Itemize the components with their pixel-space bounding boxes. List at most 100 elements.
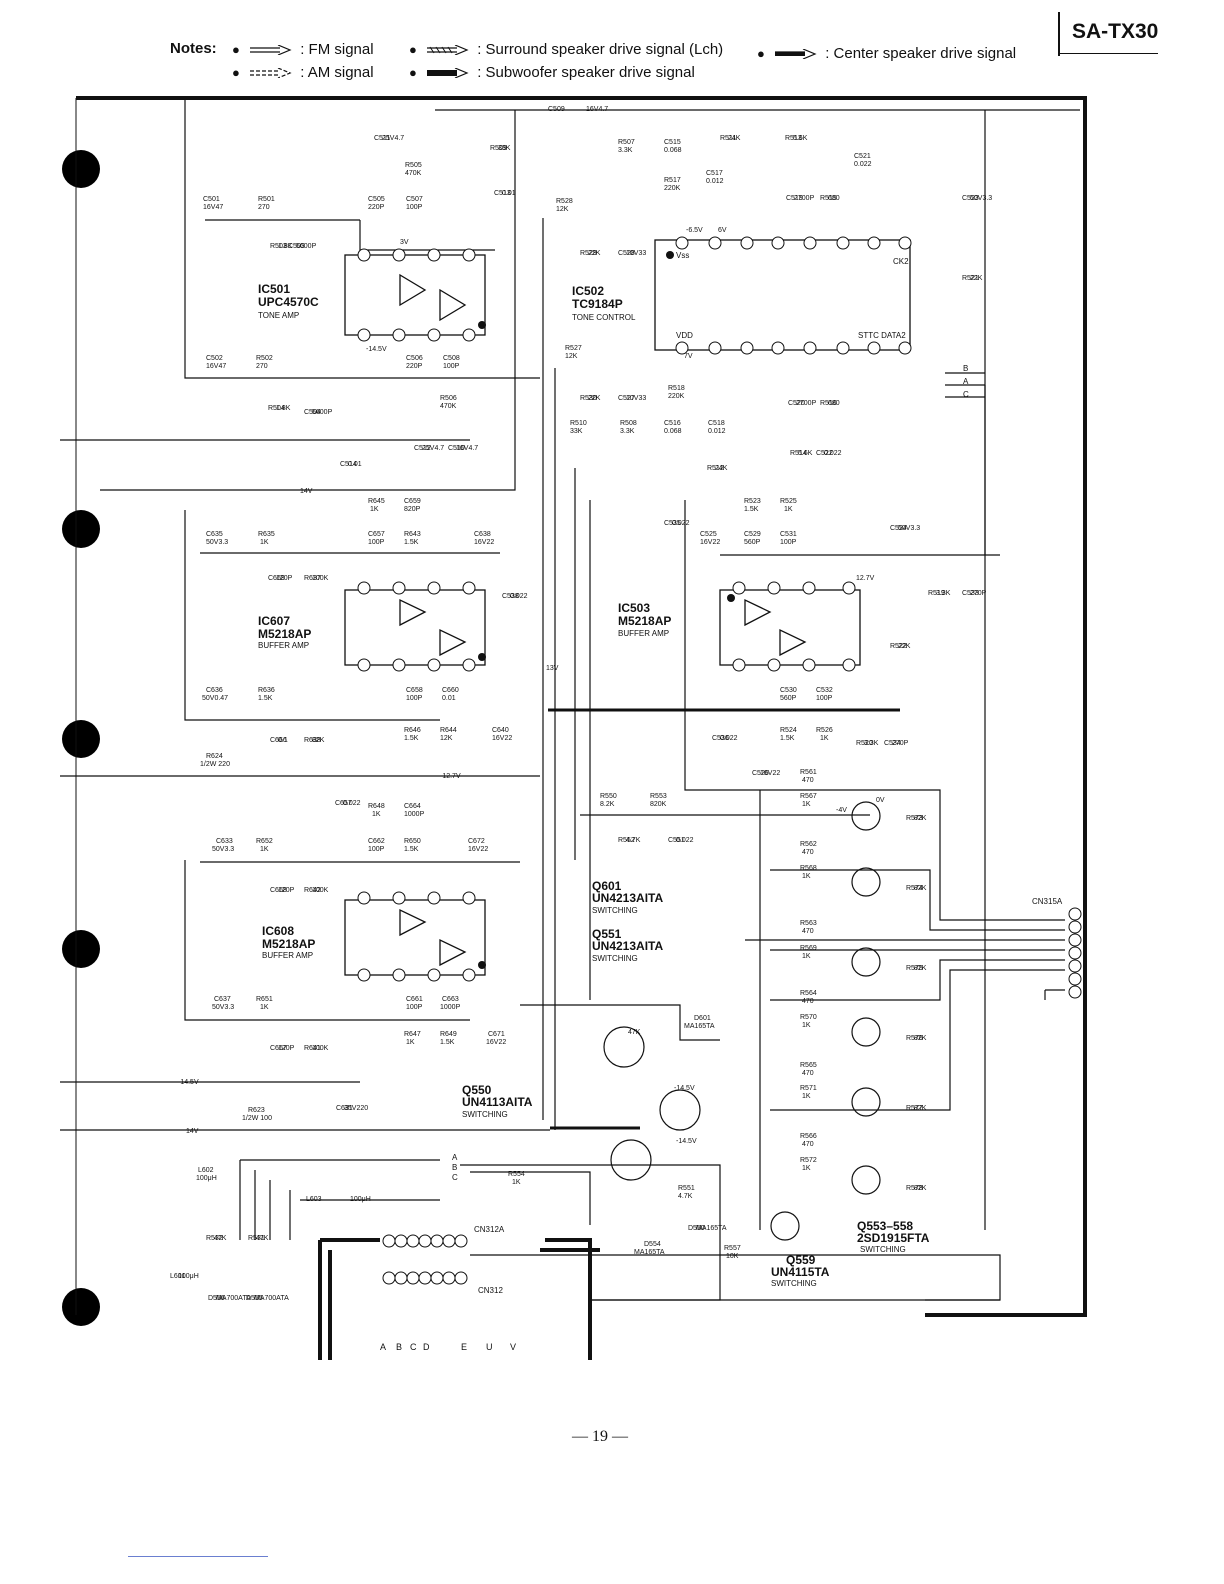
label-c515: C515 [664,139,681,146]
label-r651v: 1K [260,1004,269,1011]
label-c631: C631 [336,1105,353,1112]
ic-labels: IC501 UPC4570C TONE AMP IC502 TC9184P TO… [258,282,671,960]
label-r551v: 4.7K [678,1193,693,1200]
bus-letter-c: C [410,1342,417,1352]
label-r641: R641 [304,1045,321,1052]
label-d556v: MA700ATA [216,1295,251,1302]
label-r570: R570 [800,1014,817,1021]
label-r643: R643 [404,531,421,538]
label-c671v: 16V22 [486,1039,506,1046]
surround-arrow-icon [427,45,469,56]
label-v13: 13V [546,665,559,672]
label-r530: R530 [580,395,597,402]
transistors [603,801,881,1241]
label-c516v: 0.068 [664,428,682,435]
label-r529: R529 [580,250,597,257]
label-c535v: 0.022 [672,520,690,527]
label-v14: 14V [300,488,313,495]
wire-cn315a-5 [770,959,1065,1001]
label-c667: C667 [270,1045,287,1052]
label-r532v: 47K [214,1235,227,1242]
label-c533v: 270P [970,590,987,597]
bus-letter-b: B [396,1342,402,1352]
label-c534v: 270P [892,740,909,747]
label-r554v: 1K [512,1179,521,1186]
label-v6: 6V [718,227,727,234]
label-d550v: MA165TA [696,1225,727,1232]
label-c513v: 0.01 [502,190,516,197]
label-ck2: CK2 [893,257,909,266]
label-r520: R520 [856,740,873,747]
label-r649v: 1.5K [440,1039,455,1046]
ic502-func: TONE CONTROL [572,313,636,322]
label-r635v: 1K [260,539,269,546]
label-v14b: 14V [186,1128,199,1135]
label-r652: R652 [256,838,273,845]
label-c666v: 0.1 [278,737,288,744]
label-r573: R573 [906,815,923,822]
label-r508: R508 [620,420,637,427]
subwoofer-arrow-icon [427,68,469,79]
label-r512: R512 [707,465,724,472]
label-c504: C504 [304,409,321,416]
label-r550v: 8.2K [600,801,615,808]
ic608-opamp-symbols [399,908,467,967]
label-c525v: 16V22 [700,539,720,546]
bus-letter-a-right: A [963,377,969,386]
label-r509: R509 [490,145,507,152]
label-r502v: 270 [256,363,268,370]
label-r574v: 82K [914,885,927,892]
note-center: ● : Center speaker drive signal [757,45,1016,62]
label-l603: L603 [306,1196,322,1203]
wire-cn315a-1 [770,789,1065,921]
page-number: — 19 — [572,1428,628,1445]
label-c531: C531 [780,531,797,538]
label-c663: C663 [442,996,459,1003]
label-c520: C520 [788,400,805,407]
label-r47k: 47K [628,1029,641,1036]
cn312-label: CN312 [478,1286,503,1295]
label-c640v: 16V22 [492,735,512,742]
label-r636: R636 [258,687,275,694]
label-r515: R515 [820,195,837,202]
label-r520v: 3.3K [864,740,879,747]
ic503-box [719,589,861,666]
label-r568v: 1K [802,873,811,880]
label-c532: C532 [816,687,833,694]
label-d601v: MA165TA [684,1023,715,1030]
q551-part: UN4213AITA [592,939,663,953]
label-c657v: 100P [368,539,385,546]
label-d554v: MA165TA [634,1249,665,1256]
q601-part: UN4213AITA [592,891,663,905]
label-c662: C662 [368,838,385,845]
label-d550: D550 [688,1225,705,1232]
label-r511: R511 [720,135,736,142]
label-r561v: 470 [802,777,814,784]
label-r528v: 12K [556,206,569,213]
label-c637v: 50V3.3 [212,1004,234,1011]
label-c509v: 16V4.7 [586,106,608,113]
q551-ref: Q551 [592,927,622,941]
frame-border [76,96,1087,1317]
label-r568: R568 [800,865,817,872]
binder-hole [62,150,100,188]
notes-label: Notes: [170,40,217,57]
ic502-part: TC9184P [572,297,623,311]
wire-q550-in [470,1171,591,1225]
label-c538: C538 [502,593,519,600]
label-r573v: 82K [914,815,927,822]
label-c638: C638 [474,531,491,538]
q551-func: SWITCHING [592,954,638,963]
ic607-box [344,589,486,666]
label-c669v: 120P [276,575,293,582]
label-c538v: 0.022 [510,593,528,600]
wire-cn315a-2 [770,869,1065,931]
ic608-ref: IC608 [262,924,294,938]
bus-letter-c-right: C [963,390,969,399]
label-d555: D555 [246,1295,263,1302]
label-c502v: 16V47 [206,363,226,370]
note-fm: ● : FM signal [232,41,374,58]
label-r521v: 22K [970,275,983,282]
label-c532v: 100P [816,695,833,702]
note-subwoofer-text: : Subwoofer speaker drive signal [477,64,695,81]
